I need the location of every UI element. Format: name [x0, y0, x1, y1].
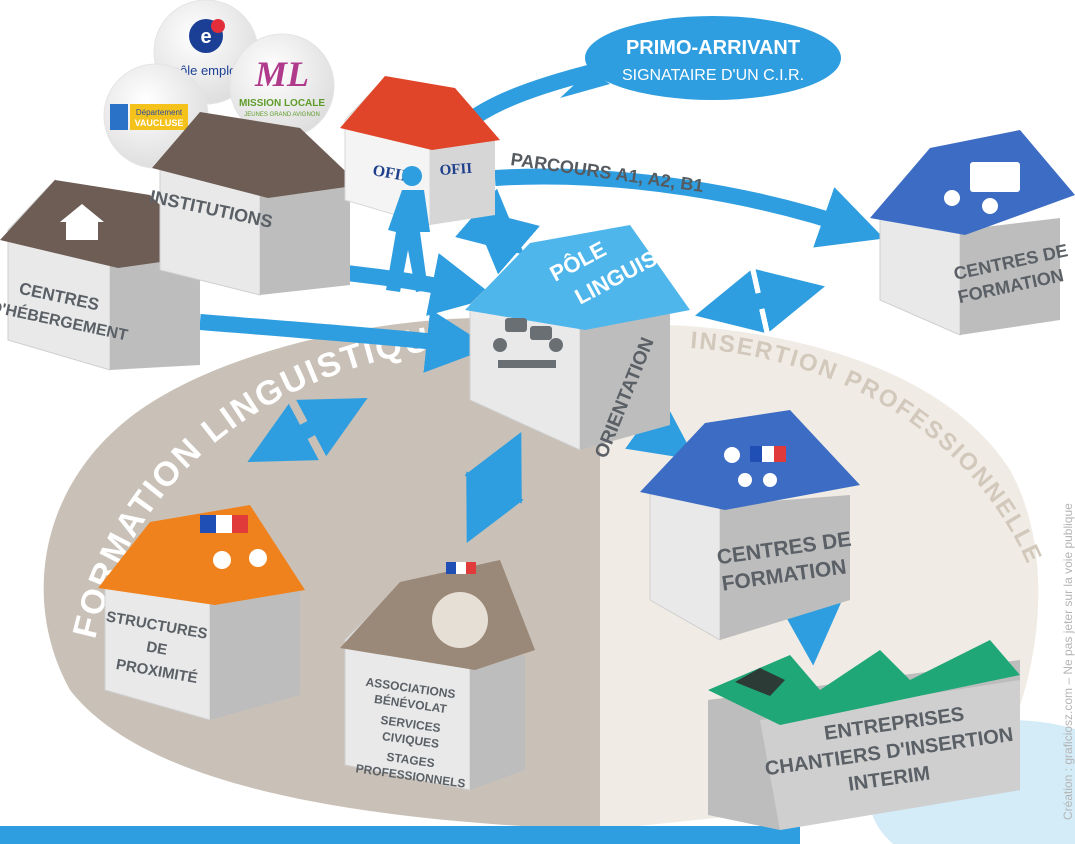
centres-top-side-wall — [960, 218, 1060, 335]
credit-text: Création : graficiosz.com – Ne pas jeter… — [1061, 503, 1075, 820]
person-head — [402, 166, 422, 186]
bubble-title: PRIMO-ARRIVANT — [626, 37, 800, 59]
meeting-bubble-1 — [505, 318, 527, 332]
structures-side-wall — [210, 590, 300, 720]
building-entreprises: ENTREPRISES CHANTIERS D'INSERTION INTERI… — [708, 640, 1020, 830]
house-institutions: INSTITUTIONS — [148, 112, 360, 296]
ofii-label-side: OFII — [439, 161, 473, 179]
bubble-shape — [585, 16, 841, 100]
centres-mid-person-2 — [763, 473, 777, 487]
entreprises-roof — [708, 640, 1020, 725]
centres-mid-flag-blue — [750, 446, 762, 462]
structures-flag-blue — [200, 515, 216, 533]
ofii-roof — [340, 76, 500, 150]
meeting-person-2 — [549, 338, 563, 352]
associations-side-wall — [470, 655, 525, 790]
centres-mid-flag-white — [762, 446, 774, 462]
associations-flag-red — [466, 562, 476, 574]
ofii-label: OFII — [371, 162, 408, 185]
associations-flag-white — [456, 562, 466, 574]
structures-flag-red — [232, 515, 248, 533]
arrow-centres-b — [695, 270, 802, 333]
walking-person-icon — [386, 166, 430, 292]
arrow-hebergement — [199, 309, 491, 373]
departement-line1: Département — [136, 108, 183, 117]
handshake-icon — [735, 668, 785, 696]
ofii-side-wall — [430, 140, 495, 225]
associations-icon — [432, 592, 488, 648]
house-centres-formation-mid: CENTRES DE FORMATION — [640, 410, 860, 641]
hebergement-side-wall — [110, 250, 200, 370]
structures-label-2: DE — [145, 638, 168, 658]
centres-mid-person-1 — [738, 473, 752, 487]
logos: e pôle emploi ML MISSION LOCALE JEUNES G… — [103, 0, 335, 169]
meeting-icon — [493, 318, 563, 368]
pole-emploi-name: pôle emploi — [173, 63, 240, 78]
meeting-table — [498, 360, 556, 368]
mission-locale-name: MISSION LOCALE — [239, 98, 325, 109]
associations-label-5: STAGES — [386, 750, 436, 771]
structures-roof — [98, 505, 305, 605]
centres-top-person-2 — [982, 198, 998, 214]
pole-side-wall — [580, 310, 670, 450]
associations-flag-blue — [446, 562, 456, 574]
arrow-structures-b — [247, 402, 349, 463]
parcours-label: PARCOURS A1, A2, B1 — [509, 149, 704, 196]
bubble-subtitle: SIGNATAIRE D'UN C.I.R. — [622, 67, 804, 84]
institutions-roof — [152, 112, 360, 198]
arrow-associations-b — [466, 451, 524, 543]
pole-emploi-e: e — [200, 26, 211, 48]
bottom-blue-band — [0, 826, 800, 844]
house-associations: ASSOCIATIONS BÉNÉVOLAT SERVICES CIVIQUES… — [340, 560, 535, 791]
mission-locale-sub: JEUNES GRAND AVIGNON — [244, 112, 320, 118]
primo-arrivant-bubble: PRIMO-ARRIVANT SIGNATAIRE D'UN C.I.R. — [560, 16, 841, 100]
centres-top-board-icon — [970, 162, 1020, 192]
departement-line2: VAUCLUSE — [135, 118, 184, 128]
person-body — [386, 190, 430, 292]
hebergement-house-icon — [60, 204, 104, 240]
arrow-parcours — [494, 168, 885, 248]
centres-mid-flag-red — [774, 446, 786, 462]
bubble-tail — [560, 70, 610, 98]
hebergement-roof — [0, 180, 210, 268]
house-ofii: OFII OFII — [340, 76, 500, 226]
house-structures-proximite: STRUCTURES DE PROXIMITÉ — [98, 505, 305, 721]
centres-top-person-1 — [944, 190, 960, 206]
pole-emploi-red-dot — [211, 19, 225, 33]
structures-person-1 — [213, 551, 231, 569]
house-centres-formation-top: CENTRES DE FORMATION — [870, 130, 1075, 336]
centres-mid-gear-icon — [724, 447, 740, 463]
mission-locale-monogram: ML — [254, 54, 309, 94]
meeting-bubble-2 — [530, 326, 552, 340]
house-centres-hebergement: CENTRES D'HÉBERGEMENT — [0, 179, 210, 371]
departement-badge — [110, 104, 128, 130]
departement-banner — [130, 104, 188, 130]
institutions-side-wall — [260, 182, 350, 295]
pole-roof — [465, 225, 690, 330]
meeting-person-1 — [493, 338, 507, 352]
structures-person-2 — [249, 549, 267, 567]
structures-flag-white — [216, 515, 232, 533]
entreprises-front-face — [760, 680, 1020, 830]
arrow-ofii-pole-b — [470, 208, 540, 275]
house-pole-linguistique: PÔLE LINGUISTIQUE ORIENTATION — [465, 214, 720, 461]
centres-mid-side-wall — [720, 495, 850, 640]
